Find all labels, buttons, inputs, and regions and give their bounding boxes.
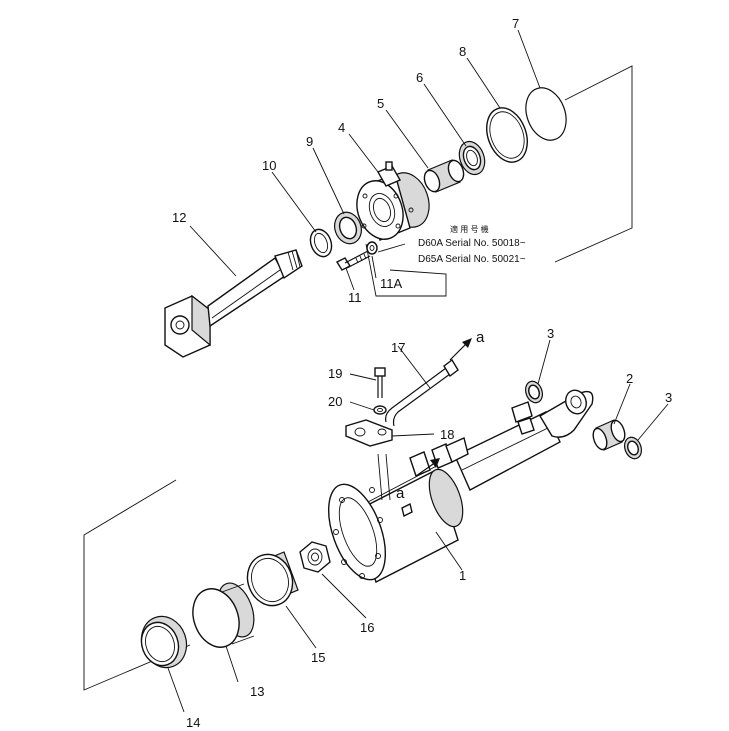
- callout-19: 19: [328, 366, 342, 381]
- part-3-seal-right: [623, 436, 643, 460]
- callout-6: 6: [416, 70, 423, 85]
- part-18-clamp: [345, 419, 393, 447]
- part-16-nut: [299, 541, 331, 573]
- part-4-cylinder-head: [356, 161, 430, 241]
- connection-mark-upper: a: [476, 329, 485, 346]
- callout-3-upper: 3: [547, 326, 554, 341]
- part-11A-washer: [365, 241, 447, 297]
- callout-9: 9: [306, 134, 313, 149]
- part-10-ring: [309, 228, 333, 258]
- part-19-bolt: [374, 367, 386, 398]
- callout-11: 11: [348, 290, 362, 305]
- callout-8: 8: [459, 44, 466, 59]
- part-2-bushing: [592, 419, 626, 451]
- callout-12: 12: [172, 210, 186, 225]
- callout-11A: 11A: [380, 276, 402, 291]
- part-13-piston: [192, 582, 255, 648]
- part-20-washer: [373, 405, 387, 415]
- serial-note-line-1: D60A Serial No. 50018~: [418, 238, 526, 249]
- leader-lines: [167, 29, 669, 713]
- callout-18: 18: [440, 427, 454, 442]
- part-1-cylinder-tube: [327, 401, 561, 584]
- callout-10: 10: [262, 158, 276, 173]
- callout-16: 16: [360, 620, 374, 635]
- part-3-seal-upper: [524, 380, 544, 404]
- frame-lines: [83, 65, 633, 691]
- callout-13: 13: [250, 684, 264, 699]
- callout-3-right: 3: [665, 390, 672, 405]
- callout-5: 5: [377, 96, 384, 111]
- part-8-ring: [486, 107, 528, 163]
- connection-mark-lower: a: [396, 485, 405, 502]
- connection-arrow-upper: [449, 338, 472, 361]
- part-15-ring: [246, 551, 299, 607]
- callout-17: 17: [391, 340, 405, 355]
- part-5-sleeve: [423, 159, 465, 193]
- callout-20: 20: [328, 394, 342, 409]
- part-12-piston-rod: [164, 249, 303, 358]
- callout-2: 2: [626, 371, 633, 386]
- callout-14: 14: [186, 715, 200, 730]
- part-11-bolt: [335, 250, 371, 271]
- serial-note-line-2: D65A Serial No. 50021~: [418, 254, 526, 265]
- part-14-seal: [140, 615, 188, 669]
- serial-note-heading: 適 用 号 機: [450, 224, 489, 234]
- callout-15: 15: [311, 650, 325, 665]
- part-6-bearing: [458, 140, 486, 176]
- callout-7: 7: [512, 16, 519, 31]
- part-7-o-ring: [525, 87, 567, 141]
- part-9-bushing: [334, 211, 362, 245]
- callout-4: 4: [338, 120, 345, 135]
- connection-arrow-lower: [415, 458, 440, 477]
- part-17-pipe: [385, 358, 459, 427]
- callout-1: 1: [459, 568, 466, 583]
- clevis-eye: [539, 389, 594, 438]
